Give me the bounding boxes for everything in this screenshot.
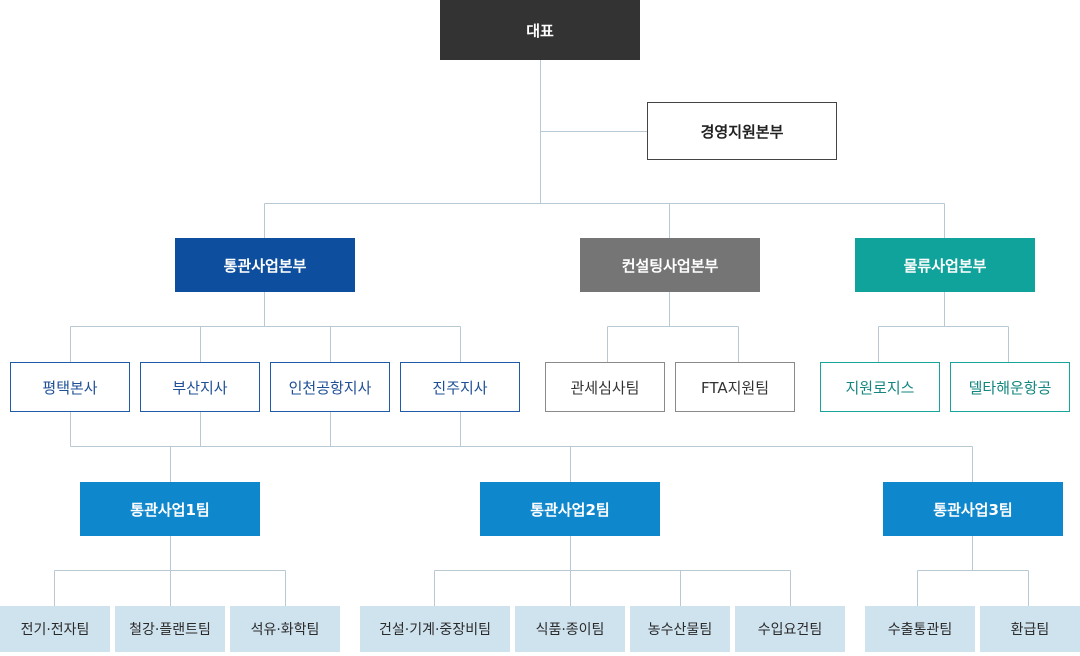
branch-box: 부산지사 (140, 362, 260, 412)
logistics-unit-box: 지원로지스 (820, 362, 940, 412)
customs-division-box: 통관사업본부 (175, 238, 355, 292)
consulting-team-box: FTA지원팀 (675, 362, 795, 412)
customs-team-box: 통관사업1팀 (80, 482, 260, 536)
consulting-division-box: 컨설팅사업본부 (580, 238, 760, 292)
branch-box: 진주지사 (400, 362, 520, 412)
subteam-box: 수출통관팀 (865, 606, 975, 652)
consulting-team-box: 관세심사팀 (545, 362, 665, 412)
subteam-box: 환급팀 (980, 606, 1080, 652)
subteam-box: 식품·종이팀 (515, 606, 625, 652)
subteam-box: 건설·기계·중장비팀 (360, 606, 510, 652)
subteam-box: 농수산물팀 (630, 606, 730, 652)
customs-team-box: 통관사업3팀 (883, 482, 1063, 536)
logistics-unit-box: 델타해운항공 (950, 362, 1070, 412)
branch-box: 평택본사 (10, 362, 130, 412)
ceo-box: 대표 (440, 0, 640, 60)
customs-team-box: 통관사업2팀 (480, 482, 660, 536)
subteam-box: 석유·화학팀 (230, 606, 340, 652)
subteam-box: 전기·전자팀 (0, 606, 110, 652)
subteam-box: 수입요건팀 (735, 606, 845, 652)
logistics-division-box: 물류사업본부 (855, 238, 1035, 292)
subteam-box: 철강·플랜트팀 (115, 606, 225, 652)
branch-box: 인천공항지사 (270, 362, 390, 412)
management-support-box: 경영지원본부 (647, 102, 837, 160)
